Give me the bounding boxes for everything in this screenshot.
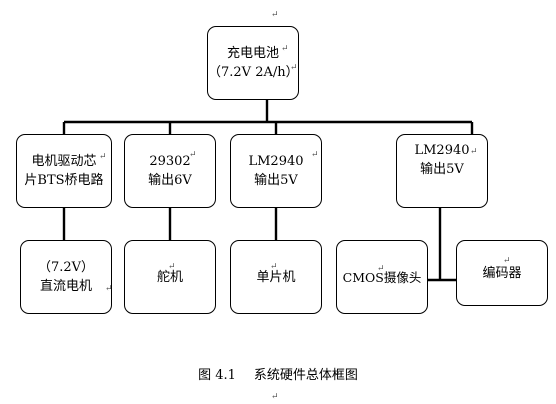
mcu-name: 单片机 (256, 269, 296, 285)
regulator-lm2940-b-output: 输出5V (420, 162, 464, 177)
servo-node: 舵机 (124, 240, 216, 314)
paragraph-mark: ↵ (271, 10, 279, 20)
camera-node: CMOS摄像头 (336, 240, 428, 314)
regulator-lm2940-a-model: LM2940 (248, 154, 304, 169)
paragraph-mark: ↵ (290, 63, 298, 73)
paragraph-mark: ↵ (470, 147, 478, 157)
figure-caption: 图 4.1 系统硬件总体框图 (0, 364, 556, 383)
camera-name: CMOS摄像头 (342, 269, 422, 285)
battery-name: 充电电池 (226, 46, 279, 61)
encoder-node: 编码器 (456, 240, 548, 306)
mcu-node: 单片机 (230, 240, 322, 314)
regulator-29302-model: 29302 (149, 154, 191, 169)
servo-name: 舵机 (156, 269, 183, 285)
regulator-lm2940-b-node: LM2940 输出5V (396, 134, 488, 208)
dc-motor-name: 直流电机 (39, 279, 92, 294)
dc-motor-voltage: （7.2V） (37, 260, 95, 275)
paragraph-mark: ↵ (503, 256, 511, 266)
paragraph-mark: ↵ (270, 262, 278, 272)
paragraph-mark: ↵ (189, 150, 197, 160)
paragraph-mark: ↵ (281, 44, 289, 54)
paragraph-mark: ↵ (168, 262, 176, 272)
regulator-lm2940-a-node: LM2940 输出5V (230, 134, 322, 208)
battery-spec: （7.2V 2A/h） (208, 65, 299, 80)
paragraph-mark: ↵ (105, 284, 113, 294)
paragraph-mark: ↵ (271, 392, 279, 402)
dc-motor-node: （7.2V） 直流电机 (20, 240, 112, 314)
regulator-lm2940-b-model: LM2940 (414, 143, 470, 158)
encoder-name: 编码器 (482, 265, 522, 281)
regulator-29302-output: 输出6V (148, 173, 192, 188)
battery-node: 充电电池 （7.2V 2A/h） (207, 26, 299, 100)
paragraph-mark: ↵ (311, 150, 319, 160)
motor-driver-line1: 电机驱动芯 (31, 154, 97, 169)
paragraph-mark: ↵ (333, 370, 341, 380)
regulator-29302-node: 29302 输出6V (124, 134, 216, 208)
regulator-lm2940-a-output: 输出5V (254, 173, 298, 188)
figure-title: 系统硬件总体框图 (253, 368, 358, 383)
motor-driver-line2: 片BTS桥电路 (24, 173, 104, 188)
paragraph-mark: ↵ (377, 264, 385, 274)
motor-driver-node: 电机驱动芯 片BTS桥电路 (16, 134, 112, 208)
figure-number: 图 4.1 (198, 368, 236, 383)
paragraph-mark: ↵ (99, 152, 107, 162)
